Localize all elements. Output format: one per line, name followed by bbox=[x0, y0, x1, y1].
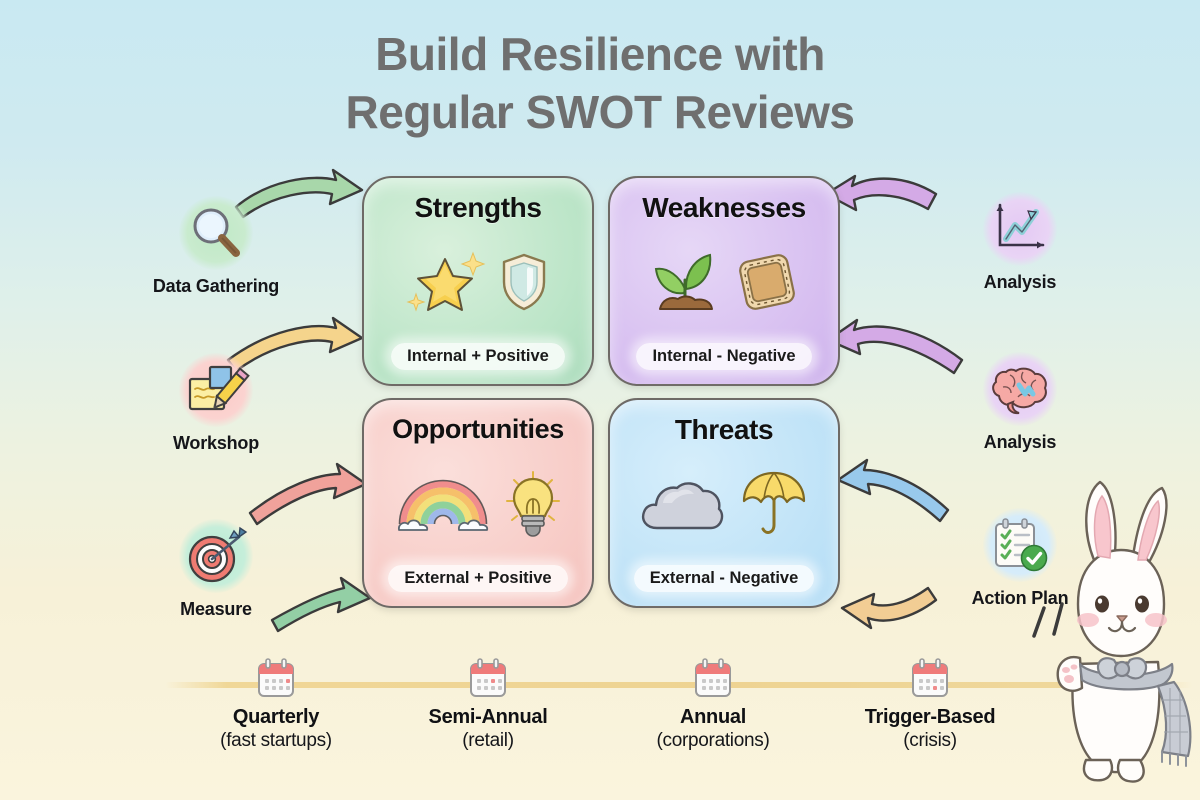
calendar-icon bbox=[258, 658, 294, 697]
trigger-based-detail: (crisis) bbox=[903, 730, 957, 751]
semi-annual-name: Semi-Annual bbox=[428, 706, 548, 728]
data-gathering-label: Data Gathering bbox=[152, 276, 280, 296]
sticky-note-pencil-icon bbox=[188, 365, 250, 411]
brain-icon bbox=[992, 367, 1047, 415]
quadrant-strengths-caption: Internal + Positive bbox=[391, 343, 565, 370]
semi-annual-calendar bbox=[373, 656, 603, 702]
action-plan-bubble bbox=[983, 508, 1057, 582]
star-icon bbox=[406, 251, 486, 312]
title-line-1: Build Resilience with bbox=[375, 28, 825, 80]
quadrant-threats-caption: External - Negative bbox=[633, 565, 815, 592]
semi-annual-detail: (retail) bbox=[462, 730, 514, 751]
checklist-check-icon bbox=[995, 518, 1048, 572]
timeline-axis bbox=[165, 682, 1193, 688]
seedling-icon bbox=[654, 253, 713, 310]
line-chart-icon bbox=[996, 203, 1045, 249]
timeline-item-quarterly[interactable]: Quarterly (fast startups) bbox=[161, 656, 391, 752]
trigger-based-name: Trigger-Based bbox=[864, 706, 996, 728]
rabbit-mascot bbox=[1032, 480, 1192, 783]
rainbow-icon bbox=[398, 479, 489, 531]
node-analysis-chart[interactable]: Analysis bbox=[920, 192, 1120, 293]
magnifier-icon bbox=[193, 208, 240, 257]
annual-detail: (corporations) bbox=[656, 730, 770, 751]
quadrant-opportunities-title: Opportunities bbox=[392, 414, 564, 444]
measure-bubble bbox=[179, 519, 253, 593]
workshop-label: Workshop bbox=[172, 433, 260, 453]
quadrant-opportunities-icons bbox=[364, 441, 592, 565]
calendar-icon bbox=[695, 658, 731, 697]
quarterly-calendar bbox=[161, 656, 391, 702]
quadrant-threats[interactable]: Threats External - Negative bbox=[608, 398, 840, 608]
quarterly-name: Quarterly bbox=[232, 706, 320, 728]
page-title: Build Resilience with Regular SWOT Revie… bbox=[0, 26, 1200, 142]
quadrant-threats-icons bbox=[610, 442, 838, 565]
data-gathering-bubble bbox=[179, 196, 253, 270]
analysis-brain-label: Analysis bbox=[983, 432, 1057, 452]
quarterly-detail: (fast startups) bbox=[220, 730, 332, 751]
analysis-chart-label: Analysis bbox=[983, 272, 1057, 292]
swot-matrix: Strengths Internal + Positive bbox=[362, 176, 840, 608]
cloud-icon bbox=[642, 481, 724, 529]
annual-name: Annual bbox=[680, 706, 746, 728]
title-line-2: Regular SWOT Reviews bbox=[345, 85, 855, 138]
calendar-icon bbox=[912, 658, 948, 697]
measure-label: Measure bbox=[180, 599, 252, 619]
node-data-gathering[interactable]: Data Gathering bbox=[116, 196, 316, 297]
quadrant-weaknesses-icons bbox=[610, 220, 838, 343]
patch-icon bbox=[739, 253, 795, 310]
quadrant-opportunities[interactable]: Opportunities bbox=[362, 398, 594, 608]
umbrella-icon bbox=[742, 471, 806, 534]
quadrant-strengths-icons bbox=[364, 220, 592, 343]
quadrant-weaknesses-title: Weaknesses bbox=[642, 192, 806, 223]
node-action-plan[interactable]: Action Plan bbox=[920, 508, 1120, 609]
quadrant-opportunities-caption: External + Positive bbox=[388, 565, 568, 592]
target-icon bbox=[188, 526, 248, 583]
analysis-brain-bubble bbox=[983, 352, 1057, 426]
action-plan-label: Action Plan bbox=[971, 588, 1069, 608]
lightbulb-icon bbox=[506, 471, 560, 537]
quadrant-weaknesses[interactable]: Weaknesses Internal - Negative bbox=[608, 176, 840, 386]
timeline-item-semi-annual[interactable]: Semi-Annual (retail) bbox=[373, 656, 603, 752]
node-workshop[interactable]: Workshop bbox=[116, 353, 316, 454]
quadrant-weaknesses-caption: Internal - Negative bbox=[636, 343, 812, 370]
workshop-bubble bbox=[179, 353, 253, 427]
calendar-icon bbox=[470, 658, 506, 697]
node-analysis-brain[interactable]: Analysis bbox=[920, 352, 1120, 453]
quadrant-threats-title: Threats bbox=[674, 414, 774, 445]
shield-icon bbox=[502, 253, 546, 310]
quadrant-strengths[interactable]: Strengths Internal + Positive bbox=[362, 176, 594, 386]
node-measure[interactable]: Measure bbox=[116, 519, 316, 620]
timeline-item-trigger-based[interactable]: Trigger-Based (crisis) bbox=[815, 656, 1045, 752]
annual-calendar bbox=[598, 656, 828, 702]
arrow-measure-to-opportunities bbox=[248, 462, 368, 526]
analysis-chart-bubble bbox=[983, 192, 1057, 266]
timeline-item-annual[interactable]: Annual (corporations) bbox=[598, 656, 828, 752]
trigger-based-calendar bbox=[815, 656, 1045, 702]
quadrant-strengths-title: Strengths bbox=[414, 192, 542, 223]
